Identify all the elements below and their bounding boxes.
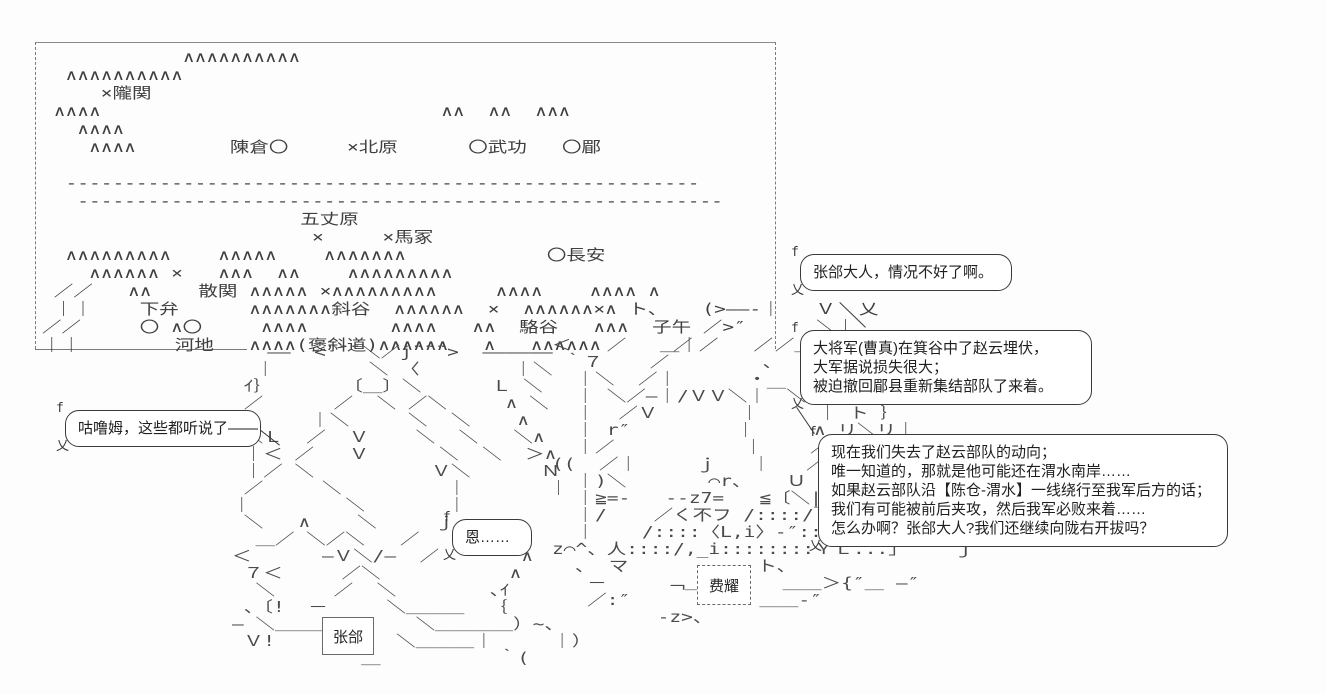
zhanghe-character-art: ―― <¨¨¨＼／j¨¨¨> ―――――― ｜ ＼ 〈 ｜＼ ｲ｝ 〔＿〕＼ Ｌ… [232,343,592,667]
dialogue-line: 大将军(曹真)在箕谷中了赵云埋伏， [813,340,1048,357]
dialogue-line: 恩…… [465,529,511,546]
bubble-corner-glyph: 乂 [56,439,70,454]
dialogue-line: 现在我们失去了赵云部队的动向； [831,444,1057,461]
bubble-corner-glyph: 乂 [791,283,805,298]
dialogue-line: 大军据说损失很大； [813,359,949,376]
map-frame-bottom-left [35,349,247,350]
speech-bubble-2: f 乂 大将军(曹真)在箕谷中了赵云埋伏， 大军据说损失很大； 被迫撤回郿县重新… [791,322,1092,411]
speech-bubble-3: f 乂 现在我们失去了赵云部队的动向； 唯一知道的，那就是他可能还在渭水南岸……… [809,426,1228,553]
zhanghe-name-plate: 张郃 [322,617,374,655]
bubble-corner-glyph: 乂 [791,397,805,412]
bubble-corner-glyph: f [443,510,451,525]
bubble-corner-glyph: 乂 [443,548,457,563]
bubble-corner-glyph: f [791,245,799,260]
dialogue-line: 被迫撤回郿县重新集结部队了来着。 [813,378,1054,395]
zhanghe-name-label: 张郃 [332,628,363,646]
dialogue-line: 我们有可能被前后夹攻，然后我军必败来着…… [831,501,1147,518]
bubble-corner-glyph: f [56,401,64,416]
feiyao-name-plate: 费耀 [697,565,751,605]
speech-bubble-heard: f 乂 咕噜姆，这些都听说了―― [56,402,261,453]
dialogue-line: 张郃大人，情况不好了啊。 [813,264,994,281]
bubble-corner-glyph: f [791,321,799,336]
dialogue-line: 怎么办啊？张郃大人?我们还继续向陇右开拔吗？ [831,520,1155,537]
dialogue-line: 唯一知道的，那就是他可能还在渭水南岸…… [831,463,1132,480]
speech-bubble-reply: f 乂 恩…… [443,511,532,562]
speech-bubble-1: f 乂 张郃大人，情况不好了啊。 [791,246,1012,297]
dialogue-line: 咕噜姆，这些都听说了―― [78,420,259,437]
map-art: ∧∧∧∧∧∧∧∧∧∧ ∧∧∧∧∧∧∧∧∧∧ ×隴関 ∧∧∧∧ ∧∧ ∧∧ ∧∧∧… [42,48,879,354]
feiyao-name-label: 费耀 [708,577,739,595]
map-frame [35,42,776,349]
bubble-corner-glyph: f [809,425,817,440]
dialogue-line: 如果赵云部队沿【陈仓-渭水】一线绕行至我军后方的话； [831,482,1211,499]
bubble-corner-glyph: 乂 [809,539,823,554]
